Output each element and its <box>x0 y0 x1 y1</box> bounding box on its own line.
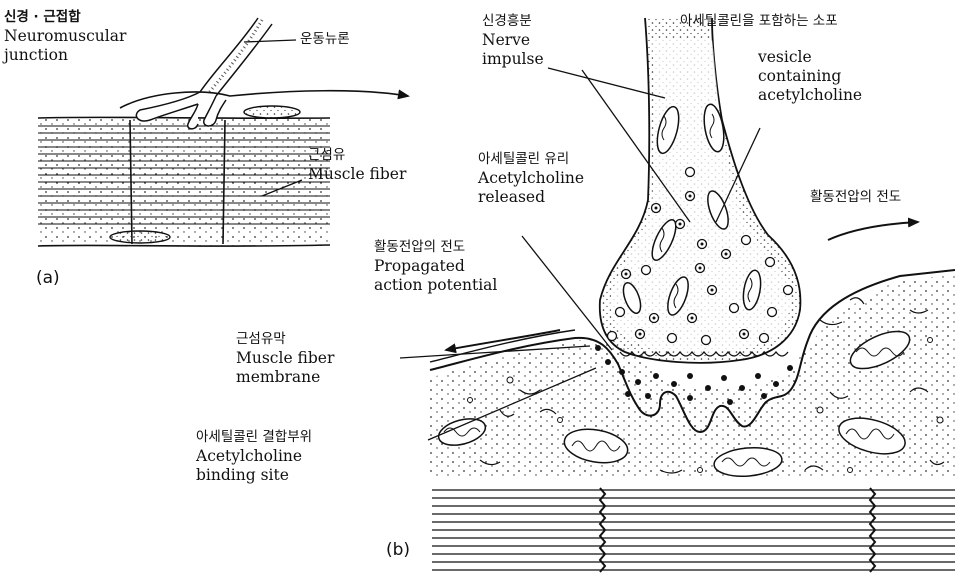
label-en: binding site <box>196 466 312 485</box>
label-ko: 아세틸콜린을 포함하는 소포 <box>680 12 838 31</box>
label-ap-right: 활동전압의 전도 <box>810 188 901 207</box>
label-en: Muscle fiber <box>308 165 406 184</box>
label-binding-site: 아세틸콜린 결합부위 Acetylcholine binding site <box>196 428 312 485</box>
label-ko: 신경 · 근접합 <box>4 8 126 27</box>
label-en: vesicle <box>758 48 862 67</box>
label-neuromuscular-junction: 신경 · 근접합 Neuromuscular junction <box>4 8 126 65</box>
panel-label-b: (b) <box>386 540 410 560</box>
nucleus <box>110 231 170 243</box>
panel-label-a: (a) <box>36 268 60 288</box>
label-muscle-fiber: 근섬유 Muscle fiber <box>308 146 406 184</box>
label-ko: 아세틸콜린 결합부위 <box>196 428 312 447</box>
left-propagation-arrow <box>446 330 560 350</box>
label-en: Nerve <box>482 31 544 50</box>
label-ko: 근섬유 <box>308 146 406 165</box>
label-ko: 아세틸콜린 유리 <box>478 150 584 169</box>
label-ko: 활동전압의 전도 <box>374 238 497 257</box>
label-en: action potential <box>374 276 497 295</box>
label-ach-released: 아세틸콜린 유리 Acetylcholine released <box>478 150 584 207</box>
label-en: Acetylcholine <box>478 169 584 188</box>
label-en: acetylcholine <box>758 86 862 105</box>
label-ko: 활동전압의 전도 <box>810 188 901 207</box>
nucleus <box>244 106 300 118</box>
label-fiber-membrane: 근섬유막 Muscle fiber membrane <box>236 330 334 387</box>
label-propagated-ap: 활동전압의 전도 Propagated action potential <box>374 238 497 295</box>
label-en: containing <box>758 67 862 86</box>
label-en: Muscle fiber <box>236 349 334 368</box>
label-motor-neuron: 운동뉴론 <box>300 30 350 49</box>
label-ko: 운동뉴론 <box>300 30 350 49</box>
label-en: Neuromuscular <box>4 27 126 46</box>
label-nerve-impulse: 신경흥분 Nerve impulse <box>482 12 544 69</box>
label-ko: 근섬유막 <box>236 330 334 349</box>
label-en: impulse <box>482 50 544 69</box>
label-en: membrane <box>236 368 334 387</box>
label-vesicle-ko: 아세틸콜린을 포함하는 소포 <box>680 12 838 31</box>
right-propagation-arrow <box>828 222 918 240</box>
label-en: Acetylcholine <box>196 447 312 466</box>
label-ko: 신경흥분 <box>482 12 544 31</box>
panel-b-drawing <box>430 18 955 572</box>
label-vesicle-en: vesicle containing acetylcholine <box>758 48 862 105</box>
label-en: released <box>478 188 584 207</box>
label-en: junction <box>4 46 126 65</box>
myofibrils <box>432 490 955 570</box>
label-en: Propagated <box>374 257 497 276</box>
